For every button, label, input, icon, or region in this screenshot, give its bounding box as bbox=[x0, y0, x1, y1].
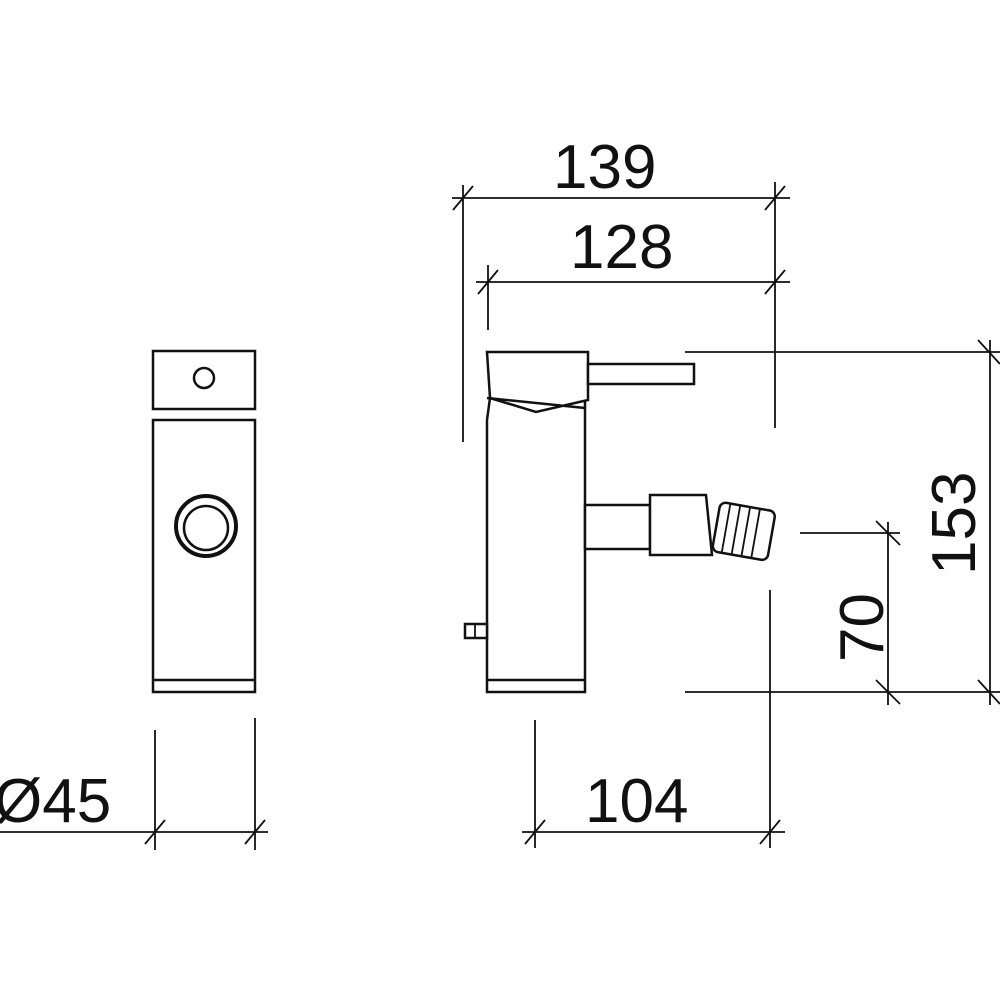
popup-rod bbox=[463, 622, 489, 640]
dimension-label-overall-height: 153 bbox=[920, 472, 989, 575]
side-view bbox=[463, 350, 777, 694]
dimension-label-overall-width: 139 bbox=[553, 133, 656, 202]
front-outlet-inner bbox=[182, 504, 230, 552]
front-view bbox=[151, 349, 257, 694]
lever-joint bbox=[486, 396, 586, 410]
front-outlet-outer bbox=[174, 494, 238, 558]
front-body bbox=[151, 418, 257, 694]
tick-mark bbox=[477, 269, 499, 295]
lever-neck bbox=[485, 397, 492, 421]
dimension-spout-reach: 104 bbox=[522, 590, 785, 848]
nozzle-ring bbox=[730, 505, 742, 555]
tick-mark bbox=[759, 819, 781, 845]
tick-mark bbox=[977, 339, 1000, 365]
dimension-label-body-width: 128 bbox=[570, 213, 673, 282]
tick-mark bbox=[764, 269, 786, 295]
nozzle-ring bbox=[720, 503, 732, 553]
lever-handle bbox=[586, 362, 696, 386]
dimension-body-width: 128 bbox=[476, 213, 790, 330]
spout-nozzle bbox=[711, 501, 777, 562]
tick-mark bbox=[144, 819, 166, 845]
dimension-overall-height: 153 bbox=[685, 339, 1000, 705]
dimension-label-spout-reach: 104 bbox=[585, 767, 688, 836]
tick-mark bbox=[244, 819, 266, 845]
dimension-overall-width: 139 bbox=[452, 133, 790, 442]
spout-housing bbox=[648, 493, 714, 557]
tick-mark bbox=[764, 185, 786, 211]
nozzle-ring bbox=[740, 506, 751, 557]
side-body bbox=[485, 400, 587, 694]
tick-mark bbox=[452, 185, 474, 211]
dimension-spout-height: 70 bbox=[800, 520, 901, 705]
front-cap bbox=[151, 349, 257, 411]
front-cap-hole bbox=[192, 366, 216, 390]
spout-pipe bbox=[583, 503, 652, 551]
tick-mark bbox=[875, 520, 901, 546]
tick-mark bbox=[977, 679, 1000, 705]
dimension-diameter: Ø45 bbox=[0, 718, 268, 850]
nozzle-ring bbox=[750, 508, 761, 559]
tick-mark bbox=[875, 679, 901, 705]
dimension-label-spout-height: 70 bbox=[828, 593, 897, 662]
dimension-label-diameter: Ø45 bbox=[0, 767, 111, 836]
tick-mark bbox=[524, 819, 546, 845]
